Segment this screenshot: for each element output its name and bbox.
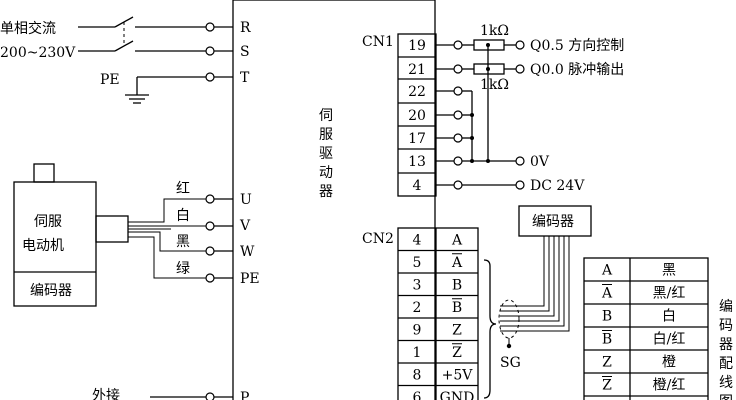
cn1-wiring: 1kΩ Q0.5 方向控制 1kΩ Q0.0 脉冲输出 0V <box>436 23 624 194</box>
q05-label: Q0.5 方向控制 <box>530 38 624 54</box>
drive-title-char: 伺 <box>319 108 333 124</box>
wire-color-green: 绿 <box>176 261 190 277</box>
cn2-signal-label: A <box>451 232 463 248</box>
motor-name-line2: 电动机 <box>22 238 64 254</box>
motor-terminal-cap <box>33 163 55 183</box>
cn2-pin-number: 5 <box>413 255 422 271</box>
cn2-signal-label: B <box>452 300 462 316</box>
cn1-pin-number: 22 <box>408 84 426 100</box>
wiring-signal-cell: Z <box>602 355 612 371</box>
cn2-pin-number: 8 <box>413 367 422 383</box>
cn1-pins: 19 21 22 20 17 13 4 <box>398 38 436 194</box>
terminal-r-circle <box>205 22 215 32</box>
wiring-color-cell: 橙/红 <box>653 378 686 394</box>
switch-blade-2 <box>114 40 134 52</box>
wire-color-red: 红 <box>176 181 190 197</box>
pe-input-label: PE <box>100 72 120 88</box>
wiring-signal-cell: B <box>602 332 612 348</box>
terminal-s-circle <box>205 46 215 56</box>
wiring-title-char: 线 <box>719 375 733 391</box>
wire-color-black: 黑 <box>176 234 190 250</box>
wiring-signal-cell: B <box>602 309 612 325</box>
terminal-u-label: U <box>240 192 252 208</box>
cn2-signal-label: +5V <box>442 367 474 383</box>
external-connection: 外接 <box>92 387 233 400</box>
wiring-signal-cell: Z <box>602 378 612 394</box>
terminal-p-label: P <box>240 390 249 400</box>
dc24v-label: DC 24V <box>530 178 585 194</box>
shield-ellipse <box>498 299 520 339</box>
cn1-pin-number: 20 <box>408 108 426 124</box>
terminal-s-label: S <box>240 44 250 60</box>
wiring-table-rows: A 黑 A 黑/红 B 白 B 白/红 Z 橙 Z 橙/红 <box>584 263 708 397</box>
terminal-w-label: W <box>240 244 255 260</box>
encoder-box-label: 编码器 <box>532 214 574 230</box>
single-phase-label: 单相交流 <box>0 20 56 37</box>
wiring-color-cell: 橙 <box>662 355 676 371</box>
cn2-label: CN2 <box>362 231 394 247</box>
wiring-signal-cell: A <box>601 286 613 302</box>
drive-title-char: 驱 <box>319 146 333 162</box>
terminal-r-label: R <box>240 20 251 36</box>
wiring-title-char: 配 <box>719 356 733 372</box>
wiring-color-cell: 黑 <box>662 263 676 279</box>
cn2-signal-label: GND <box>440 390 475 400</box>
wire-color-white: 白 <box>176 208 190 224</box>
wiring-color-cell: 白 <box>662 309 676 325</box>
resistor-2-label: 1kΩ <box>480 77 509 93</box>
wiring-title-char: 器 <box>719 337 733 353</box>
wiring-color-cell: 黑/红 <box>653 286 686 302</box>
drive-title-char: 动 <box>319 165 333 181</box>
encoder-box <box>518 205 592 237</box>
cn2-pin-number: 2 <box>413 300 422 316</box>
terminal-pe-label: PE <box>240 271 260 287</box>
cn2-pin-number: 6 <box>413 390 422 400</box>
cn2-wiring: 编码器 SG <box>483 205 592 399</box>
encoder-wiring-table: A 黑 A 黑/红 B 白 B 白/红 Z 橙 Z 橙/红 编码器配线图 <box>583 257 733 400</box>
cn2-signal-label: A <box>451 255 463 271</box>
drive-title-char: 服 <box>319 127 333 143</box>
cn2-pin-number: 1 <box>413 345 422 361</box>
cn1-label: CN1 <box>362 34 394 50</box>
voltage-label: 200~230V <box>0 45 76 61</box>
drive-title-char: 器 <box>319 184 333 200</box>
terminal-v-label: V <box>239 218 251 234</box>
motor-shaft-box <box>95 215 129 243</box>
terminal-t-circle <box>205 72 215 82</box>
wiring-title-char: 编 <box>719 299 733 315</box>
motor-name-line1: 伺服 <box>34 214 62 230</box>
cn1-pin-number: 4 <box>413 178 422 194</box>
motor-encoder-label: 编码器 <box>30 283 72 299</box>
terminal-t-label: T <box>240 70 250 86</box>
wiring-title-char: 图 <box>719 394 733 400</box>
wiring-table-title: 编码器配线图 <box>719 299 733 400</box>
cn1-pin-number: 13 <box>408 154 426 170</box>
wiring-color-cell: 白/红 <box>653 332 686 348</box>
wiring-title-char: 码 <box>719 318 733 334</box>
cn2-pin-number: 3 <box>413 277 422 293</box>
drive-box <box>232 0 436 400</box>
resistor-1-label: 1kΩ <box>480 23 509 39</box>
external-label: 外接 <box>92 387 120 400</box>
zero-volt-label: 0V <box>530 154 550 170</box>
servo-motor: 伺服 电动机 编码器 红 白 黑 绿 <box>13 163 233 307</box>
cn2-signal-label: B <box>452 277 462 293</box>
q00-label: Q0.0 脉冲输出 <box>530 62 624 78</box>
wiring-signal-cell: A <box>601 263 613 279</box>
cn2-signal-label: Z <box>452 345 462 361</box>
cn1-pin-number: 21 <box>408 62 426 78</box>
power-input: 单相交流 200~230V PE <box>0 16 233 104</box>
cn1-pin-number: 17 <box>408 131 426 147</box>
cn1-pin-number: 19 <box>408 38 426 54</box>
cn2-pin-number: 4 <box>413 232 422 248</box>
motor-body <box>13 181 97 307</box>
sg-label: SG <box>500 355 521 371</box>
wiring-table-frame <box>583 257 709 400</box>
cn2-signal-label: Z <box>452 322 462 338</box>
cn2-pin-number: 9 <box>413 322 422 338</box>
